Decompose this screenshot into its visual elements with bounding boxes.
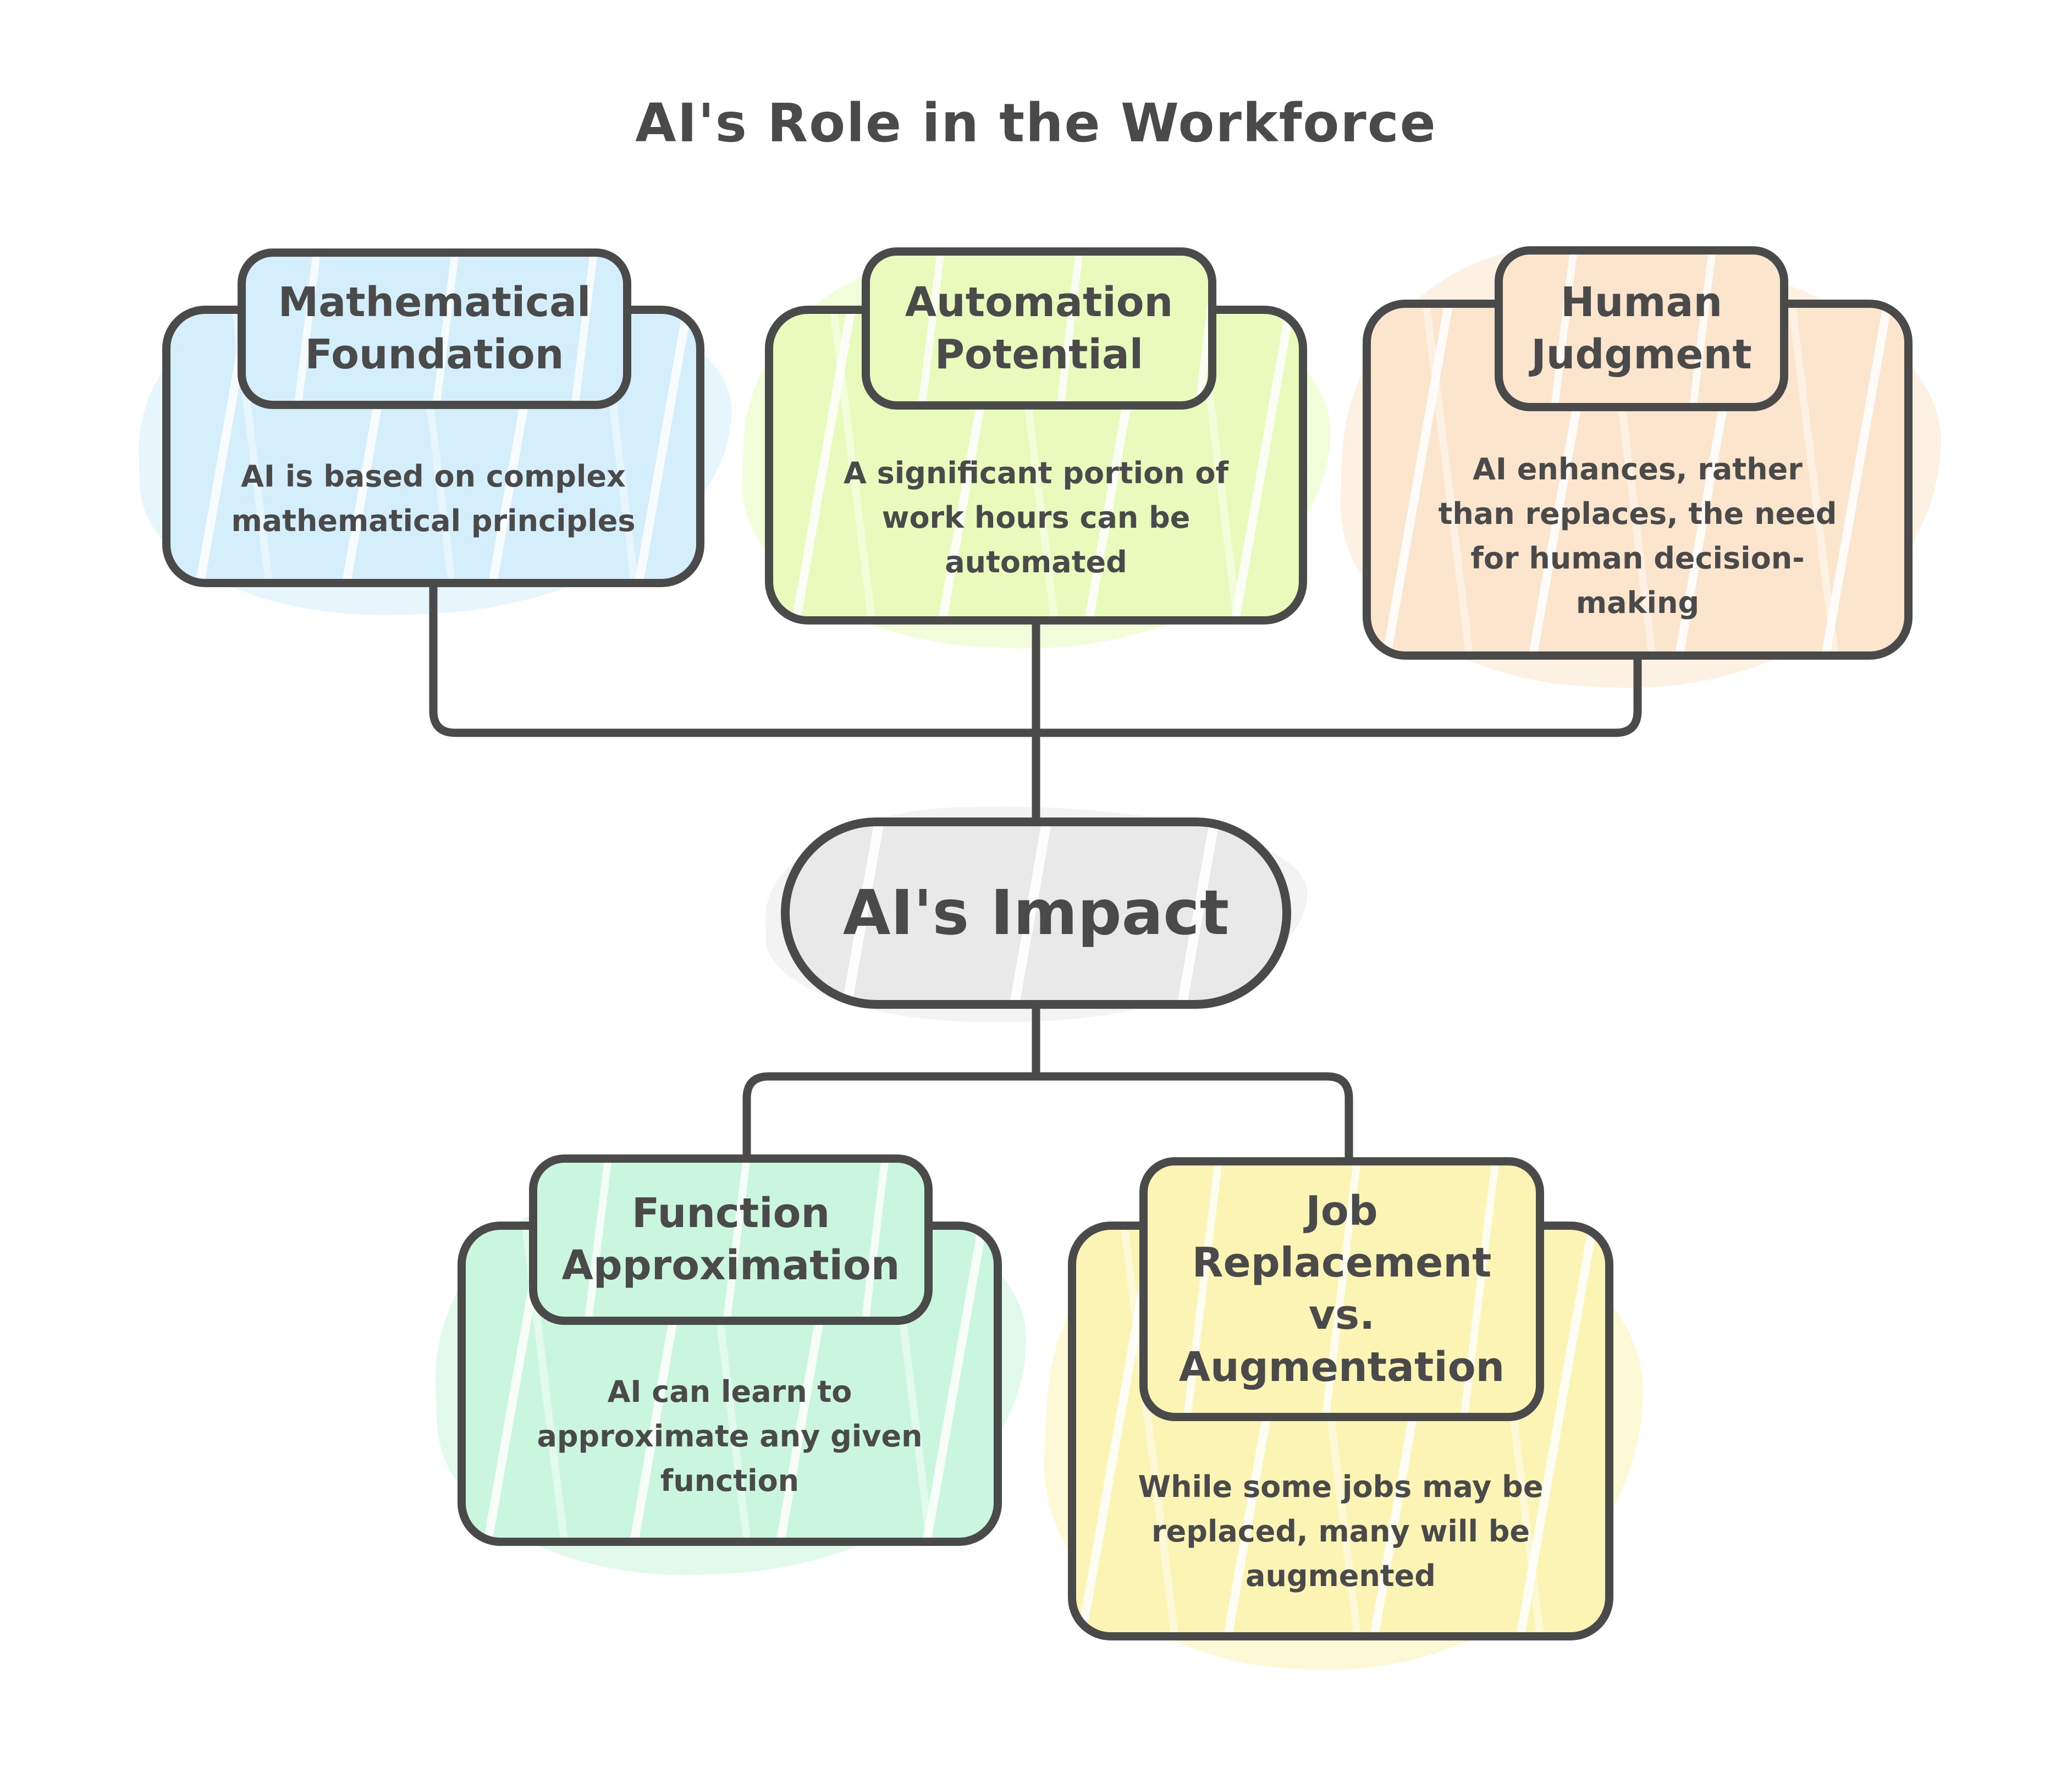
node-human-judgment[interactable]: AI enhances, rather than replaces, the n… — [1363, 246, 1913, 660]
node-body-text: AI enhances, rather than replaces, the n… — [1438, 452, 1837, 620]
node-body-text: A significant portion of work hours can … — [843, 455, 1229, 579]
node-header[interactable]: Human Judgment — [1495, 246, 1788, 411]
node-body: AI enhances, rather than replaces, the n… — [1363, 300, 1913, 660]
node-title: Automation Potential — [905, 278, 1173, 378]
node-header[interactable]: Function Approximation — [529, 1154, 933, 1325]
edge-bottom-bus — [742, 1072, 1353, 1164]
diagram-title: AI's Role in the Workforce — [635, 92, 1437, 154]
node-mathematical-foundation[interactable]: AI is based on complex mathematical prin… — [162, 248, 704, 587]
node-function-approximation[interactable]: AI can learn to approximate any given fu… — [458, 1154, 1002, 1546]
node-ais-impact[interactable]: AI's Impact — [781, 817, 1291, 1009]
node-header[interactable]: Mathematical Foundation — [238, 248, 631, 409]
node-body-text: AI can learn to approximate any given fu… — [537, 1374, 923, 1498]
node-body-text: While some jobs may be replaced, many wi… — [1138, 1469, 1544, 1593]
node-body-text: AI is based on complex mathematical prin… — [231, 459, 636, 538]
node-title: Human Judgment — [1531, 279, 1752, 378]
node-title: Mathematical Foundation — [278, 279, 591, 378]
node-body: While some jobs may be replaced, many wi… — [1068, 1222, 1613, 1640]
node-header[interactable]: Job Replacement vs. Augmentation — [1139, 1157, 1544, 1421]
node-job-replacement-vs-augmentation[interactable]: While some jobs may be replaced, many wi… — [1068, 1157, 1613, 1640]
root-node-label: AI's Impact — [842, 877, 1230, 949]
node-header[interactable]: Automation Potential — [862, 247, 1216, 410]
node-automation-potential[interactable]: A significant portion of work hours can … — [765, 247, 1307, 625]
node-title: Job Replacement vs. Augmentation — [1178, 1187, 1505, 1391]
node-title: Function Approximation — [561, 1190, 900, 1289]
